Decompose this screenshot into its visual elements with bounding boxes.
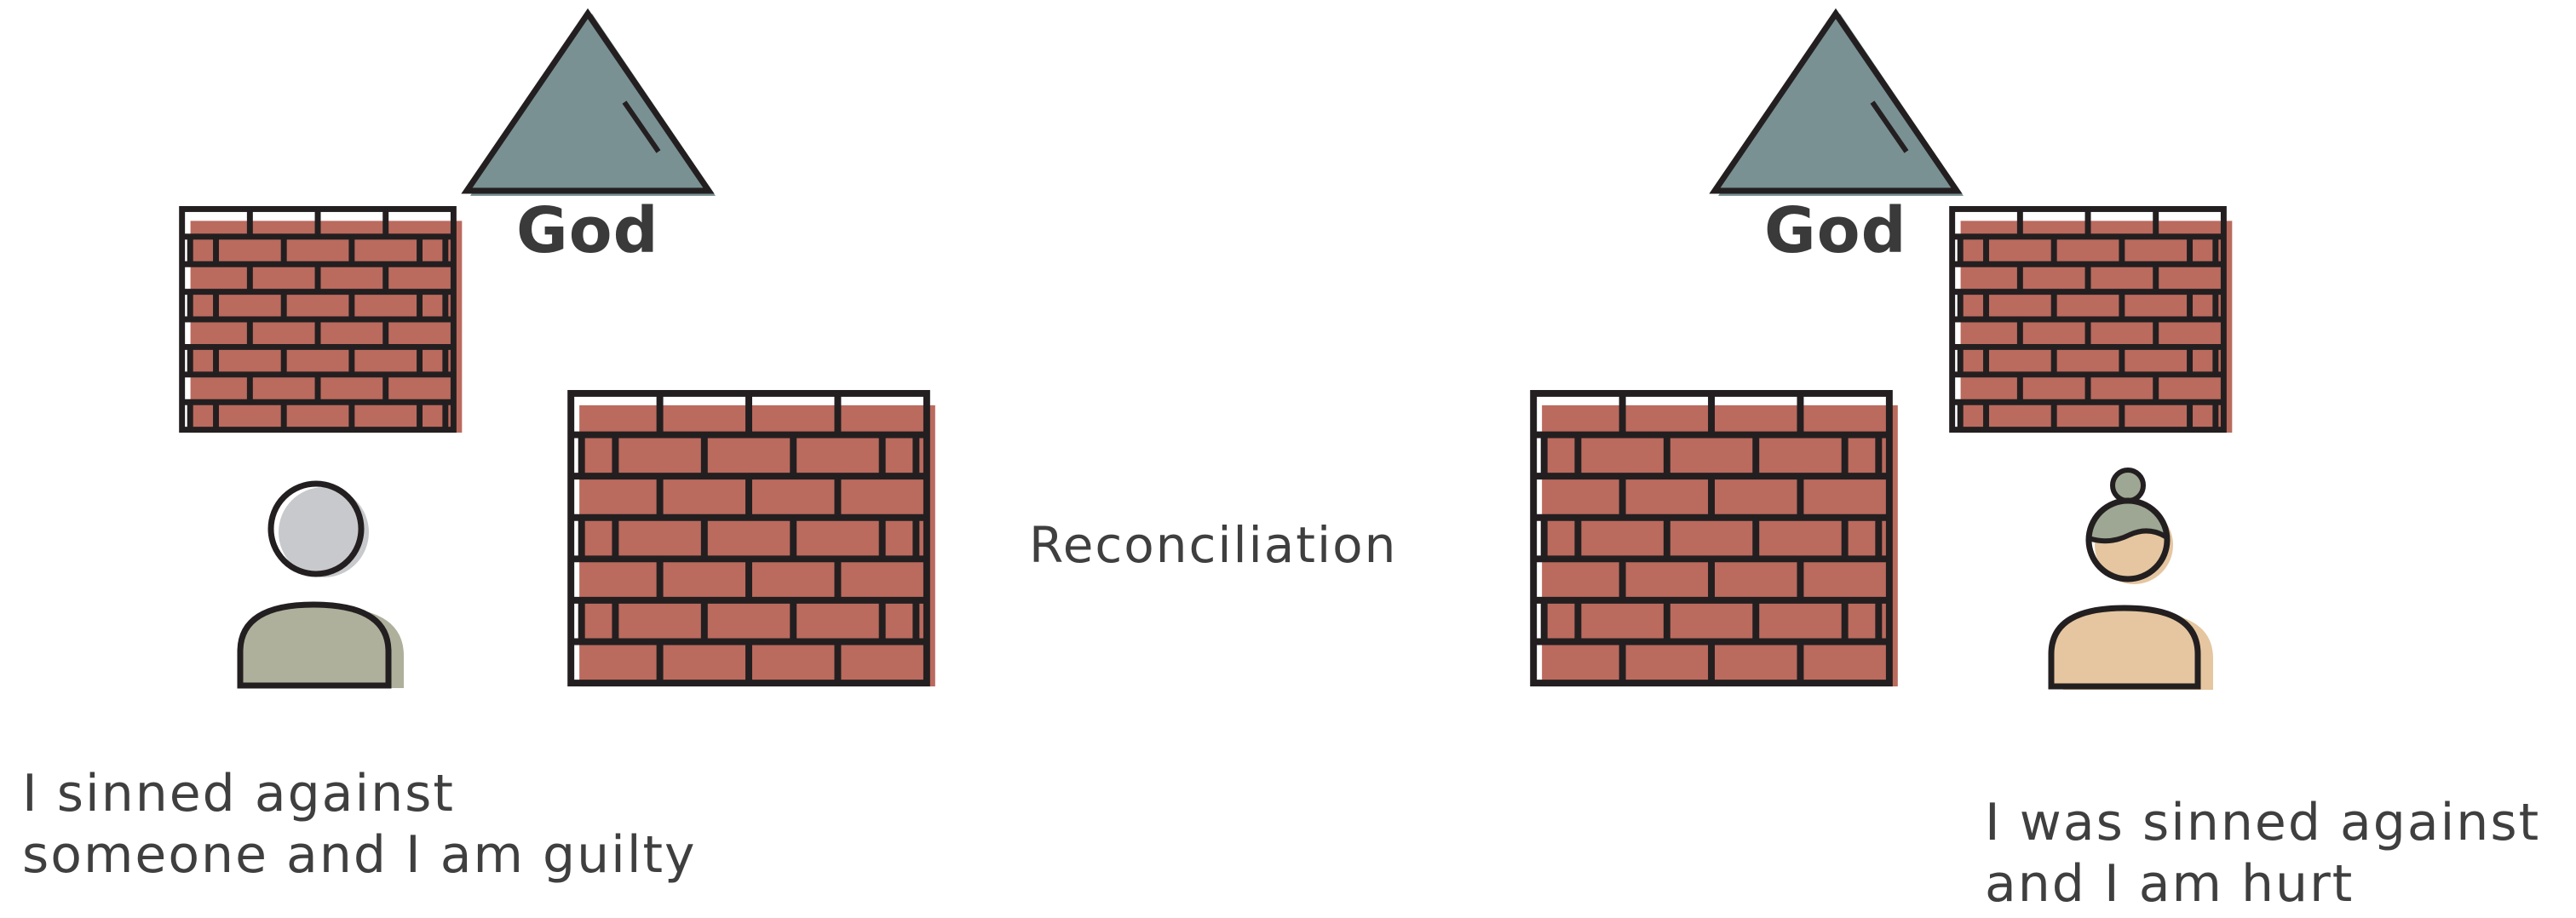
big-brick-wall-left-icon — [567, 389, 935, 687]
right-caption-line-1: I was sinned against — [1985, 793, 2541, 852]
left-caption-line-1: I sinned against — [22, 764, 455, 823]
big-brick-wall-right-icon — [1530, 389, 1898, 687]
small-brick-wall-right-icon — [1949, 205, 2233, 433]
reconciliation-label: Reconciliation — [1029, 516, 1398, 574]
left-caption: I sinned against someone and I am guilty — [22, 763, 697, 886]
small-brick-wall-left-icon — [179, 205, 463, 433]
god-label: God — [1764, 194, 1907, 267]
god-triangle-icon — [461, 8, 716, 196]
god-label: God — [516, 194, 659, 267]
god-triangle-icon — [1709, 8, 1964, 196]
right-caption: I was sinned against and I am hurt — [1985, 792, 2540, 915]
person-left-icon — [237, 480, 404, 689]
left-caption-line-2: someone and I am guilty — [22, 825, 697, 885]
person-right-icon — [2048, 468, 2213, 690]
right-caption-line-2: and I am hurt — [1985, 854, 2355, 914]
